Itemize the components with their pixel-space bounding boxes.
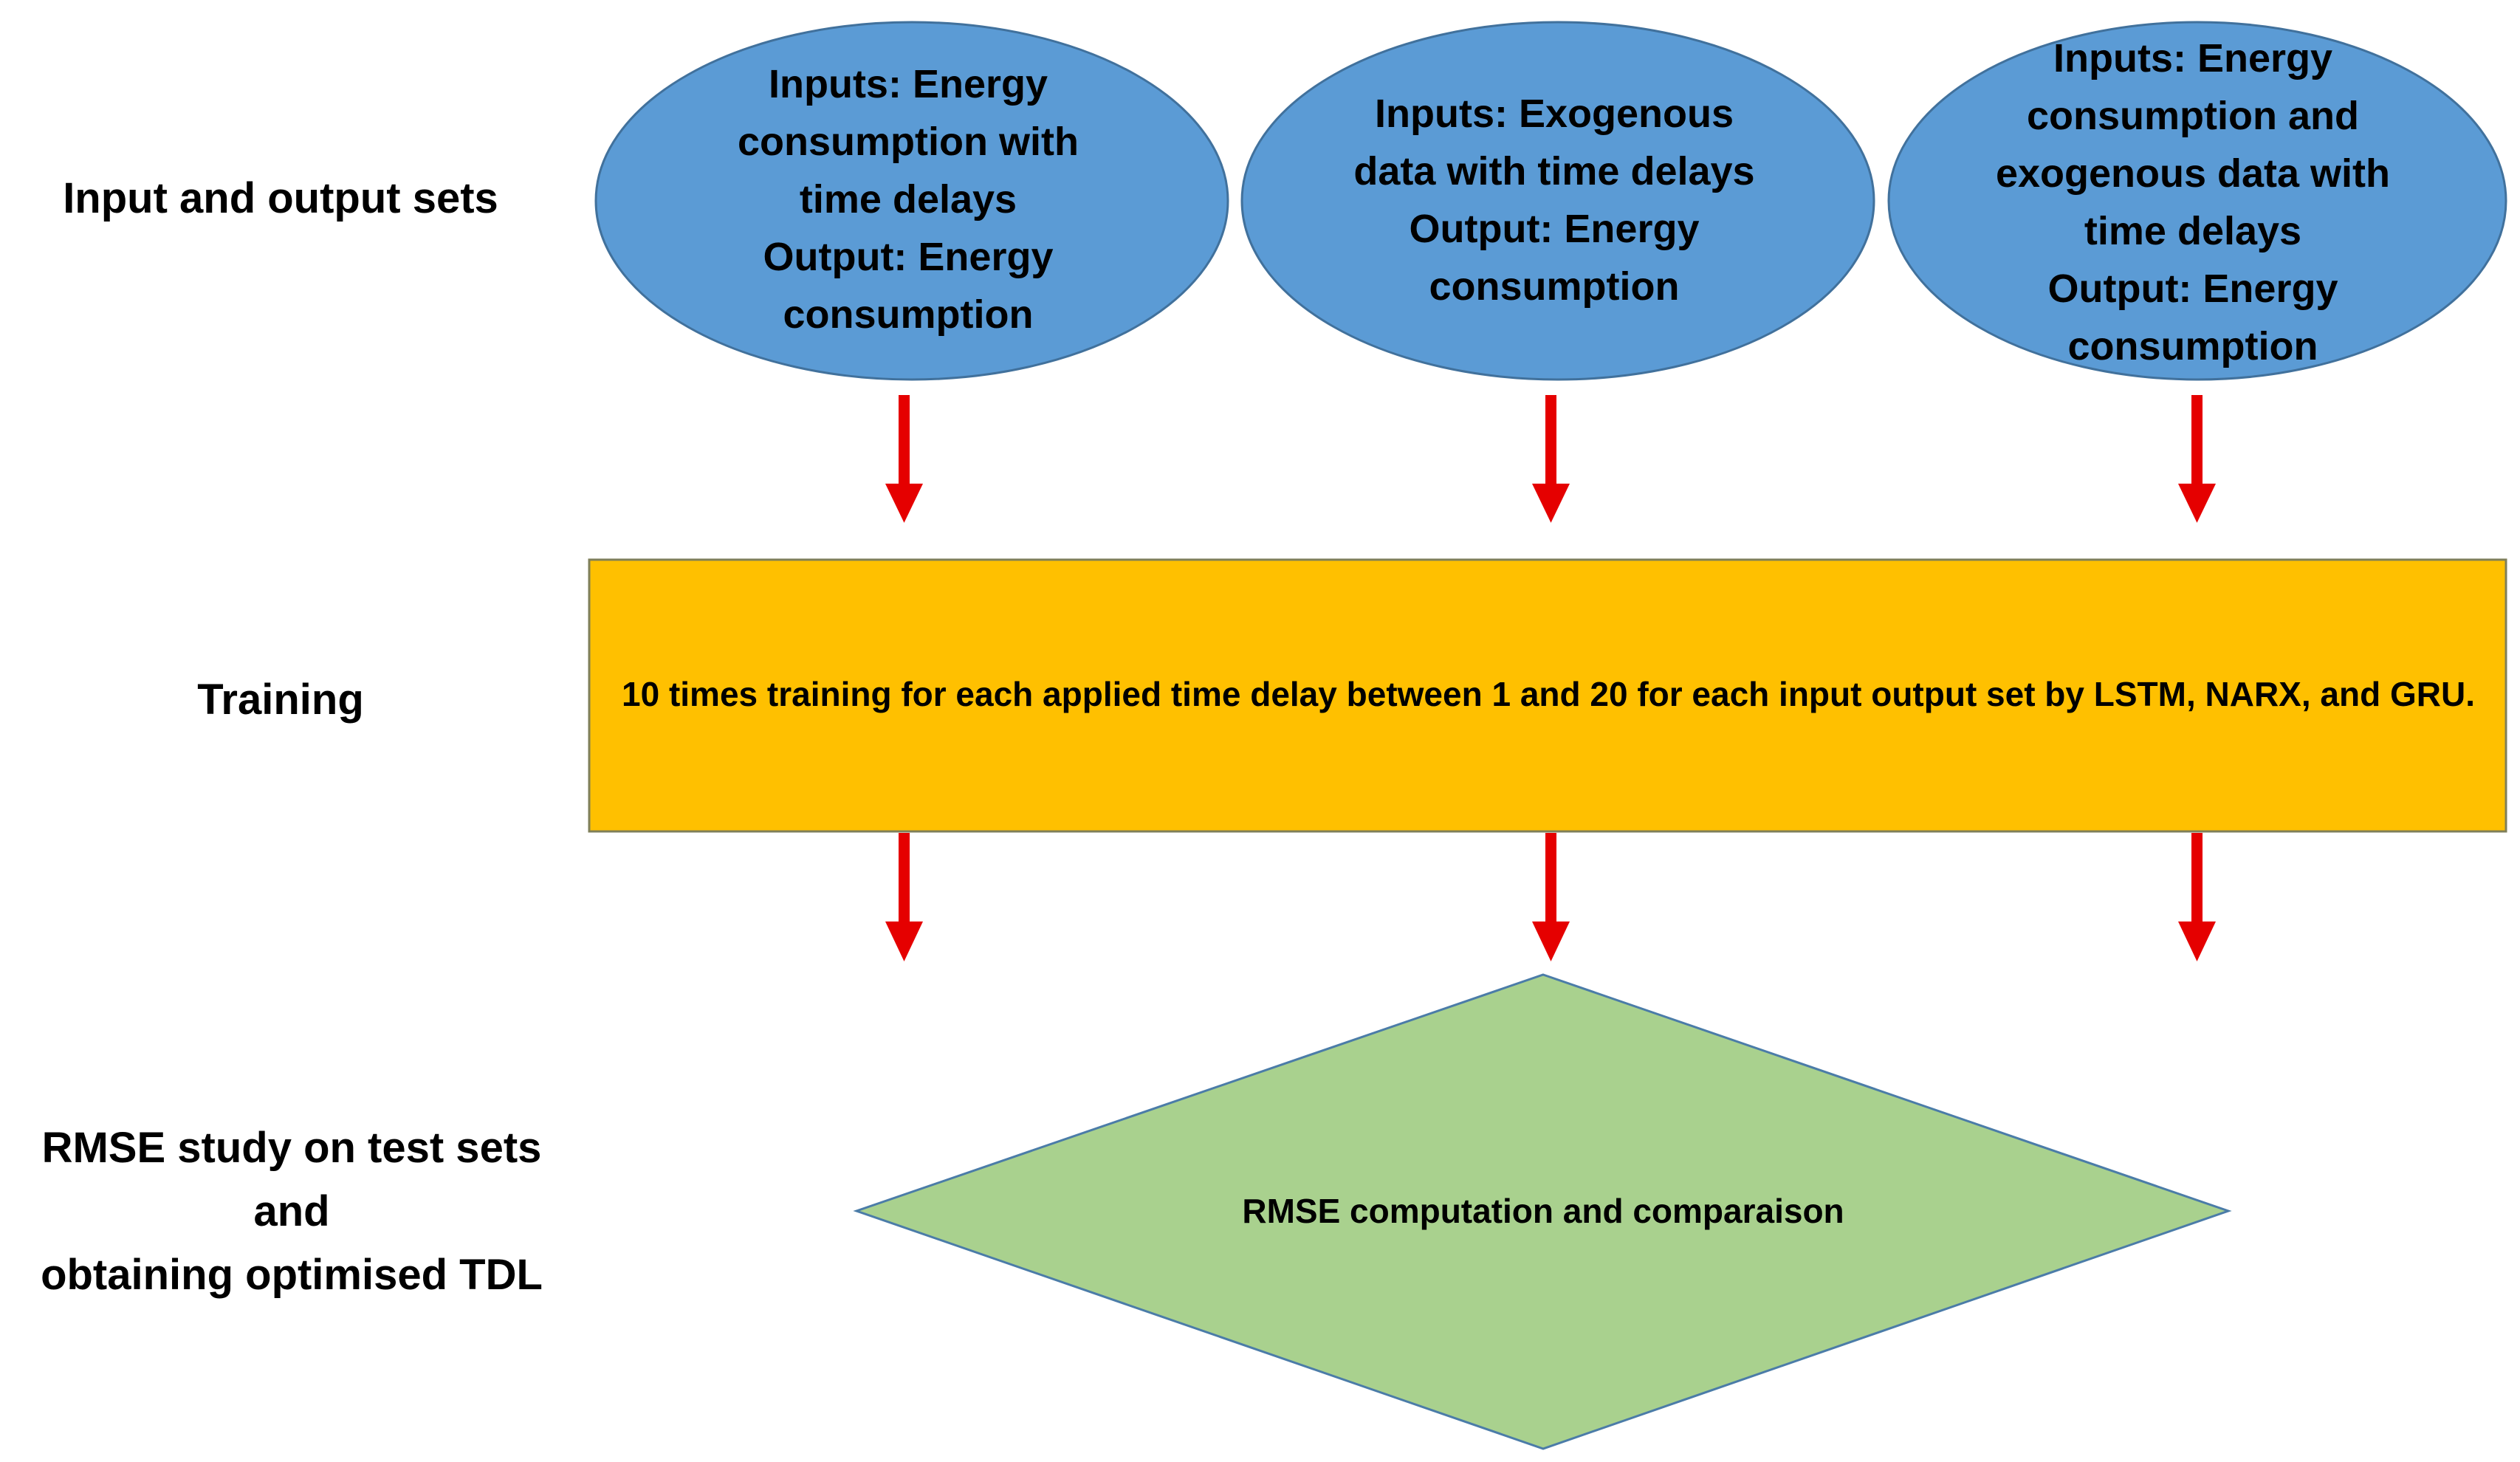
oval-text-line: time delays — [2084, 209, 2302, 253]
oval-text-line: consumption — [2067, 324, 2318, 368]
oval-text-line: Inputs: Exogenous — [1375, 92, 1734, 136]
oval-energy-and-exogenous — [1887, 21, 2507, 381]
oval-text-line: consumption with — [738, 120, 1079, 164]
lane-label-input-output: Input and output sets — [63, 174, 498, 222]
oval-text-line: Inputs: Energy — [2053, 36, 2333, 80]
oval-text-line: Output: Energy — [1409, 207, 1700, 251]
oval-energy-and-exogenous-text: Inputs: Energy consumption and exogenous… — [1890, 30, 2496, 375]
arrow-training-to-decision-3 — [2178, 833, 2216, 961]
lane-label-rmse-line-2: obtaining optimised TDL — [41, 1251, 543, 1299]
arrow-oval3-to-training — [2178, 395, 2216, 523]
decision-diamond-text: RMSE computation and comparaison — [1242, 1192, 1844, 1230]
oval-text-line: consumption and — [2027, 94, 2359, 138]
oval-text-line: consumption — [1429, 264, 1680, 309]
arrow-oval2-to-training — [1532, 395, 1570, 523]
oval-text-line: Output: Energy — [763, 235, 1054, 279]
lane-label-training: Training — [197, 676, 364, 724]
training-box-text: 10 times training for each applied time … — [622, 675, 2475, 713]
arrow-oval1-to-training — [885, 395, 923, 523]
oval-exogenous-data — [1240, 21, 1875, 381]
lane-label-rmse-line-1: RMSE study on test sets and — [41, 1124, 542, 1235]
oval-text-line: Output: Energy — [2047, 267, 2338, 311]
oval-text-line: time delays — [799, 177, 1017, 222]
training-box — [588, 558, 2507, 833]
arrow-training-to-decision-1 — [885, 833, 923, 961]
oval-energy-consumption-text: Inputs: Energy consumption with time del… — [613, 55, 1204, 343]
oval-text-line: Inputs: Energy — [768, 62, 1048, 106]
oval-exogenous-data-text: Inputs: Exogenous data with time delays … — [1240, 85, 1868, 315]
decision-diamond — [853, 973, 2232, 1450]
lane-label-rmse-study: RMSE study on test sets and obtaining op… — [0, 1116, 583, 1307]
oval-text-line: data with time delays — [1353, 149, 1755, 193]
oval-text-line: consumption — [783, 292, 1034, 337]
oval-energy-consumption — [594, 21, 1229, 381]
arrow-training-to-decision-2 — [1532, 833, 1570, 961]
oval-text-line: exogenous data with — [1995, 151, 2391, 196]
